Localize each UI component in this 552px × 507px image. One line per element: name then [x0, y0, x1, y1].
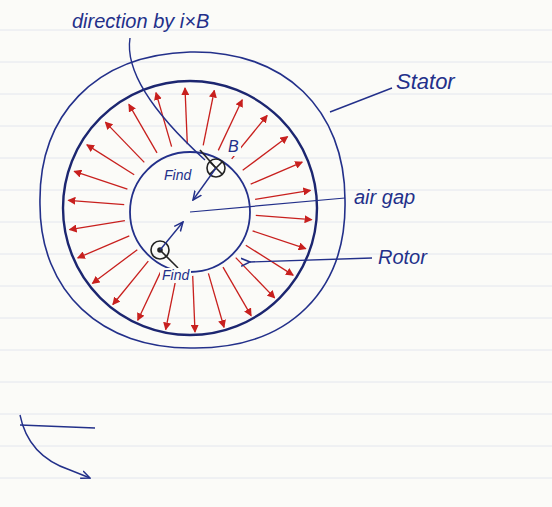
flux-arrow — [203, 91, 214, 146]
flux-arrow — [78, 236, 130, 258]
flux-arrow — [68, 200, 124, 204]
flux-arrow — [113, 261, 148, 304]
force-label: Find — [162, 168, 193, 183]
conductors — [151, 150, 225, 268]
flux-arrow — [243, 137, 288, 171]
part-name: air gap — [352, 186, 417, 208]
flux-arrow — [105, 122, 144, 162]
flux-arrows — [68, 88, 311, 332]
leader-line — [250, 258, 372, 262]
flux-arrow — [256, 215, 312, 219]
flux-arrow — [251, 162, 303, 184]
flux-arrow — [208, 273, 224, 327]
flux-arrow — [255, 190, 310, 199]
force-label: Find — [160, 268, 191, 283]
flux-arrow — [93, 250, 138, 284]
leader-line — [330, 88, 392, 112]
flux-arrow — [129, 104, 157, 152]
flux-arrow — [70, 221, 125, 230]
flux-arrow — [253, 231, 306, 249]
flux-arrow — [74, 171, 127, 189]
flux-arrow — [138, 270, 162, 321]
note-text: direction by i×B — [70, 10, 211, 32]
leader-line — [129, 38, 205, 160]
margin-arrow — [20, 415, 90, 478]
flux-arrow — [156, 93, 172, 147]
field-label: B — [226, 138, 241, 156]
flux-arrow — [193, 276, 195, 332]
part-name: Stator — [394, 70, 457, 94]
flux-arrow — [223, 267, 251, 316]
stator-outline — [40, 52, 345, 348]
flux-arrow — [87, 145, 134, 175]
stator-bore — [63, 81, 317, 335]
part-name: Rotor — [376, 246, 429, 268]
flux-arrow — [236, 258, 275, 298]
flux-arrow — [185, 88, 187, 144]
